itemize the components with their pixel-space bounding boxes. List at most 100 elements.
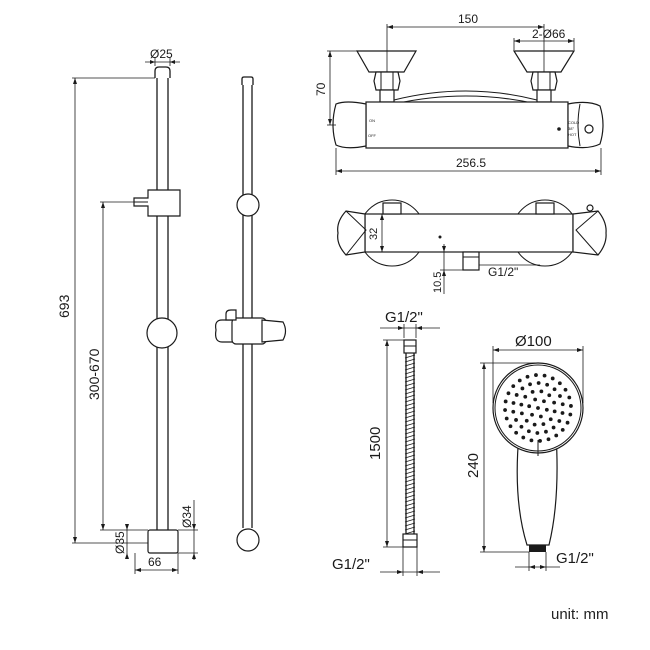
spray-nozzle bbox=[511, 401, 516, 405]
spray-nozzle bbox=[569, 404, 573, 408]
spray-nozzle bbox=[545, 382, 550, 387]
spray-nozzle bbox=[523, 394, 528, 399]
hose-coil bbox=[404, 370, 416, 375]
hose-coil bbox=[404, 434, 416, 439]
spray-nozzle bbox=[503, 399, 508, 404]
valve-length-label: 256.5 bbox=[456, 156, 486, 170]
bracket-diameter-34-label: Ø34 bbox=[180, 505, 194, 528]
spray-nozzle bbox=[532, 422, 537, 427]
spray-nozzle bbox=[544, 407, 549, 412]
hose-coil bbox=[404, 474, 416, 479]
hose-coil bbox=[404, 514, 416, 519]
spray-nozzle bbox=[520, 386, 525, 391]
spray-nozzle bbox=[542, 399, 546, 404]
spray-nozzle bbox=[504, 416, 509, 421]
hose-coil bbox=[404, 490, 416, 495]
spray-nozzle bbox=[536, 406, 540, 410]
hose-coil bbox=[404, 366, 416, 371]
spray-nozzle bbox=[503, 408, 507, 412]
spray-nozzle bbox=[538, 414, 543, 419]
spray-nozzle bbox=[525, 374, 530, 379]
spray-nozzle bbox=[514, 393, 519, 397]
rail-diameter-label: Ø25 bbox=[150, 47, 173, 61]
hose-coil bbox=[404, 406, 416, 411]
spray-nozzle bbox=[552, 387, 557, 392]
valve-top-view bbox=[337, 199, 607, 271]
head-diameter-label: Ø100 bbox=[515, 333, 552, 350]
valve-outlet-thread-label: G1/2" bbox=[488, 265, 518, 279]
hose-thread-top-label: G1/2" bbox=[385, 309, 423, 326]
hose-coil bbox=[404, 418, 416, 423]
spray-nozzle bbox=[548, 417, 553, 422]
valve-temp-label: 38° bbox=[568, 126, 574, 131]
hose-dimensions: G1/2" 1500 G1/2" bbox=[332, 309, 440, 576]
slide-rail-front-view bbox=[133, 66, 181, 554]
hose-coil bbox=[404, 390, 416, 395]
spray-nozzle bbox=[557, 419, 562, 423]
spray-nozzle bbox=[558, 394, 562, 398]
hose-coil bbox=[404, 470, 416, 475]
spray-nozzle bbox=[547, 393, 552, 398]
hose-spiral bbox=[404, 354, 416, 535]
spray-nozzle bbox=[535, 431, 540, 435]
spray-nozzle bbox=[551, 425, 556, 430]
hand-shower bbox=[492, 362, 584, 552]
spray-nozzle bbox=[563, 387, 568, 392]
hose-coil bbox=[404, 410, 416, 415]
spray-nozzle bbox=[519, 411, 524, 416]
hose-coil bbox=[404, 450, 416, 455]
spray-nozzle bbox=[560, 402, 565, 407]
valve-hot-label: HOT bbox=[568, 132, 577, 137]
hose-coil bbox=[404, 458, 416, 463]
spray-nozzle bbox=[533, 397, 538, 402]
hose-coil bbox=[404, 354, 416, 359]
spray-nozzle bbox=[519, 402, 524, 407]
hose-coil bbox=[404, 506, 416, 511]
valve-spacing-label: 150 bbox=[458, 12, 478, 26]
spray-nozzle bbox=[557, 381, 562, 386]
valve-off-label: OFF bbox=[368, 133, 377, 138]
hose-coil bbox=[404, 466, 416, 471]
valve-front-view: ON OFF COLD 38° HOT bbox=[332, 50, 604, 149]
spray-nozzle bbox=[508, 424, 513, 429]
hose-coil bbox=[404, 502, 416, 507]
valve-depth-label: 32 bbox=[368, 228, 380, 240]
spray-nozzle bbox=[550, 376, 555, 381]
spray-nozzle bbox=[511, 384, 516, 389]
spray-nozzle bbox=[517, 378, 522, 383]
valve-front-dimensions: 150 2-Ø66 70 256.5 bbox=[314, 12, 602, 175]
hose-coil bbox=[404, 526, 416, 531]
hose-coil bbox=[404, 498, 416, 503]
hose-coil bbox=[404, 522, 416, 527]
spray-nozzle bbox=[539, 389, 544, 394]
spray-nozzle bbox=[534, 373, 538, 377]
hose-coil bbox=[404, 494, 416, 499]
valve-top-dimensions: 32 10.5 G1/2" bbox=[368, 214, 540, 294]
handset-length-label: 240 bbox=[465, 453, 482, 478]
spray-nozzle bbox=[529, 438, 534, 443]
spray-nozzle bbox=[541, 422, 546, 427]
spray-nozzle bbox=[568, 412, 573, 417]
hose-coil bbox=[404, 422, 416, 427]
hose-coil bbox=[404, 454, 416, 459]
spray-nozzle bbox=[530, 412, 534, 417]
spray-nozzle bbox=[554, 433, 559, 438]
valve-cold-label: COLD bbox=[568, 120, 579, 125]
spray-nozzle bbox=[560, 427, 565, 432]
shower-hose bbox=[402, 339, 418, 548]
spray-nozzles bbox=[503, 373, 573, 443]
hose-thread-bottom-label: G1/2" bbox=[332, 556, 370, 573]
hand-shower-dimensions: Ø100 240 G1/2" bbox=[465, 333, 594, 571]
spray-nozzle bbox=[536, 381, 541, 385]
hose-coil bbox=[404, 462, 416, 467]
hose-coil bbox=[404, 478, 416, 483]
hose-coil bbox=[404, 398, 416, 403]
hose-coil bbox=[404, 446, 416, 451]
spray-nozzle bbox=[526, 429, 531, 434]
hose-coil bbox=[404, 518, 416, 523]
valve-height-label: 70 bbox=[314, 82, 328, 96]
spray-nozzle bbox=[514, 418, 518, 422]
hose-coil bbox=[404, 482, 416, 487]
